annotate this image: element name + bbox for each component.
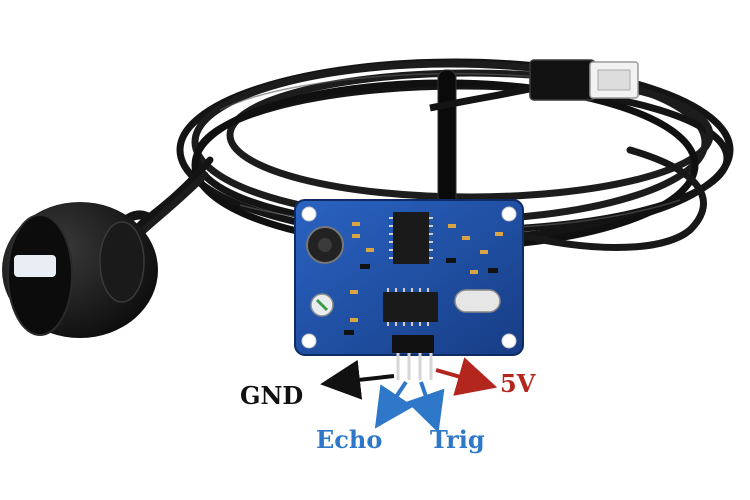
echo-arrow [374,380,414,429]
gnd-label: GND [240,381,304,410]
probe-icon [2,202,158,338]
connector-icon [429,59,639,112]
sensor-board [294,199,524,356]
vcc-label: 5V [500,369,536,398]
header-pins [396,353,433,380]
trig-label: Trig [430,425,485,454]
echo-label: Echo [316,425,383,454]
vcc-arrow [435,357,498,396]
trig-arrow [406,381,445,433]
gnd-arrow [320,359,395,400]
